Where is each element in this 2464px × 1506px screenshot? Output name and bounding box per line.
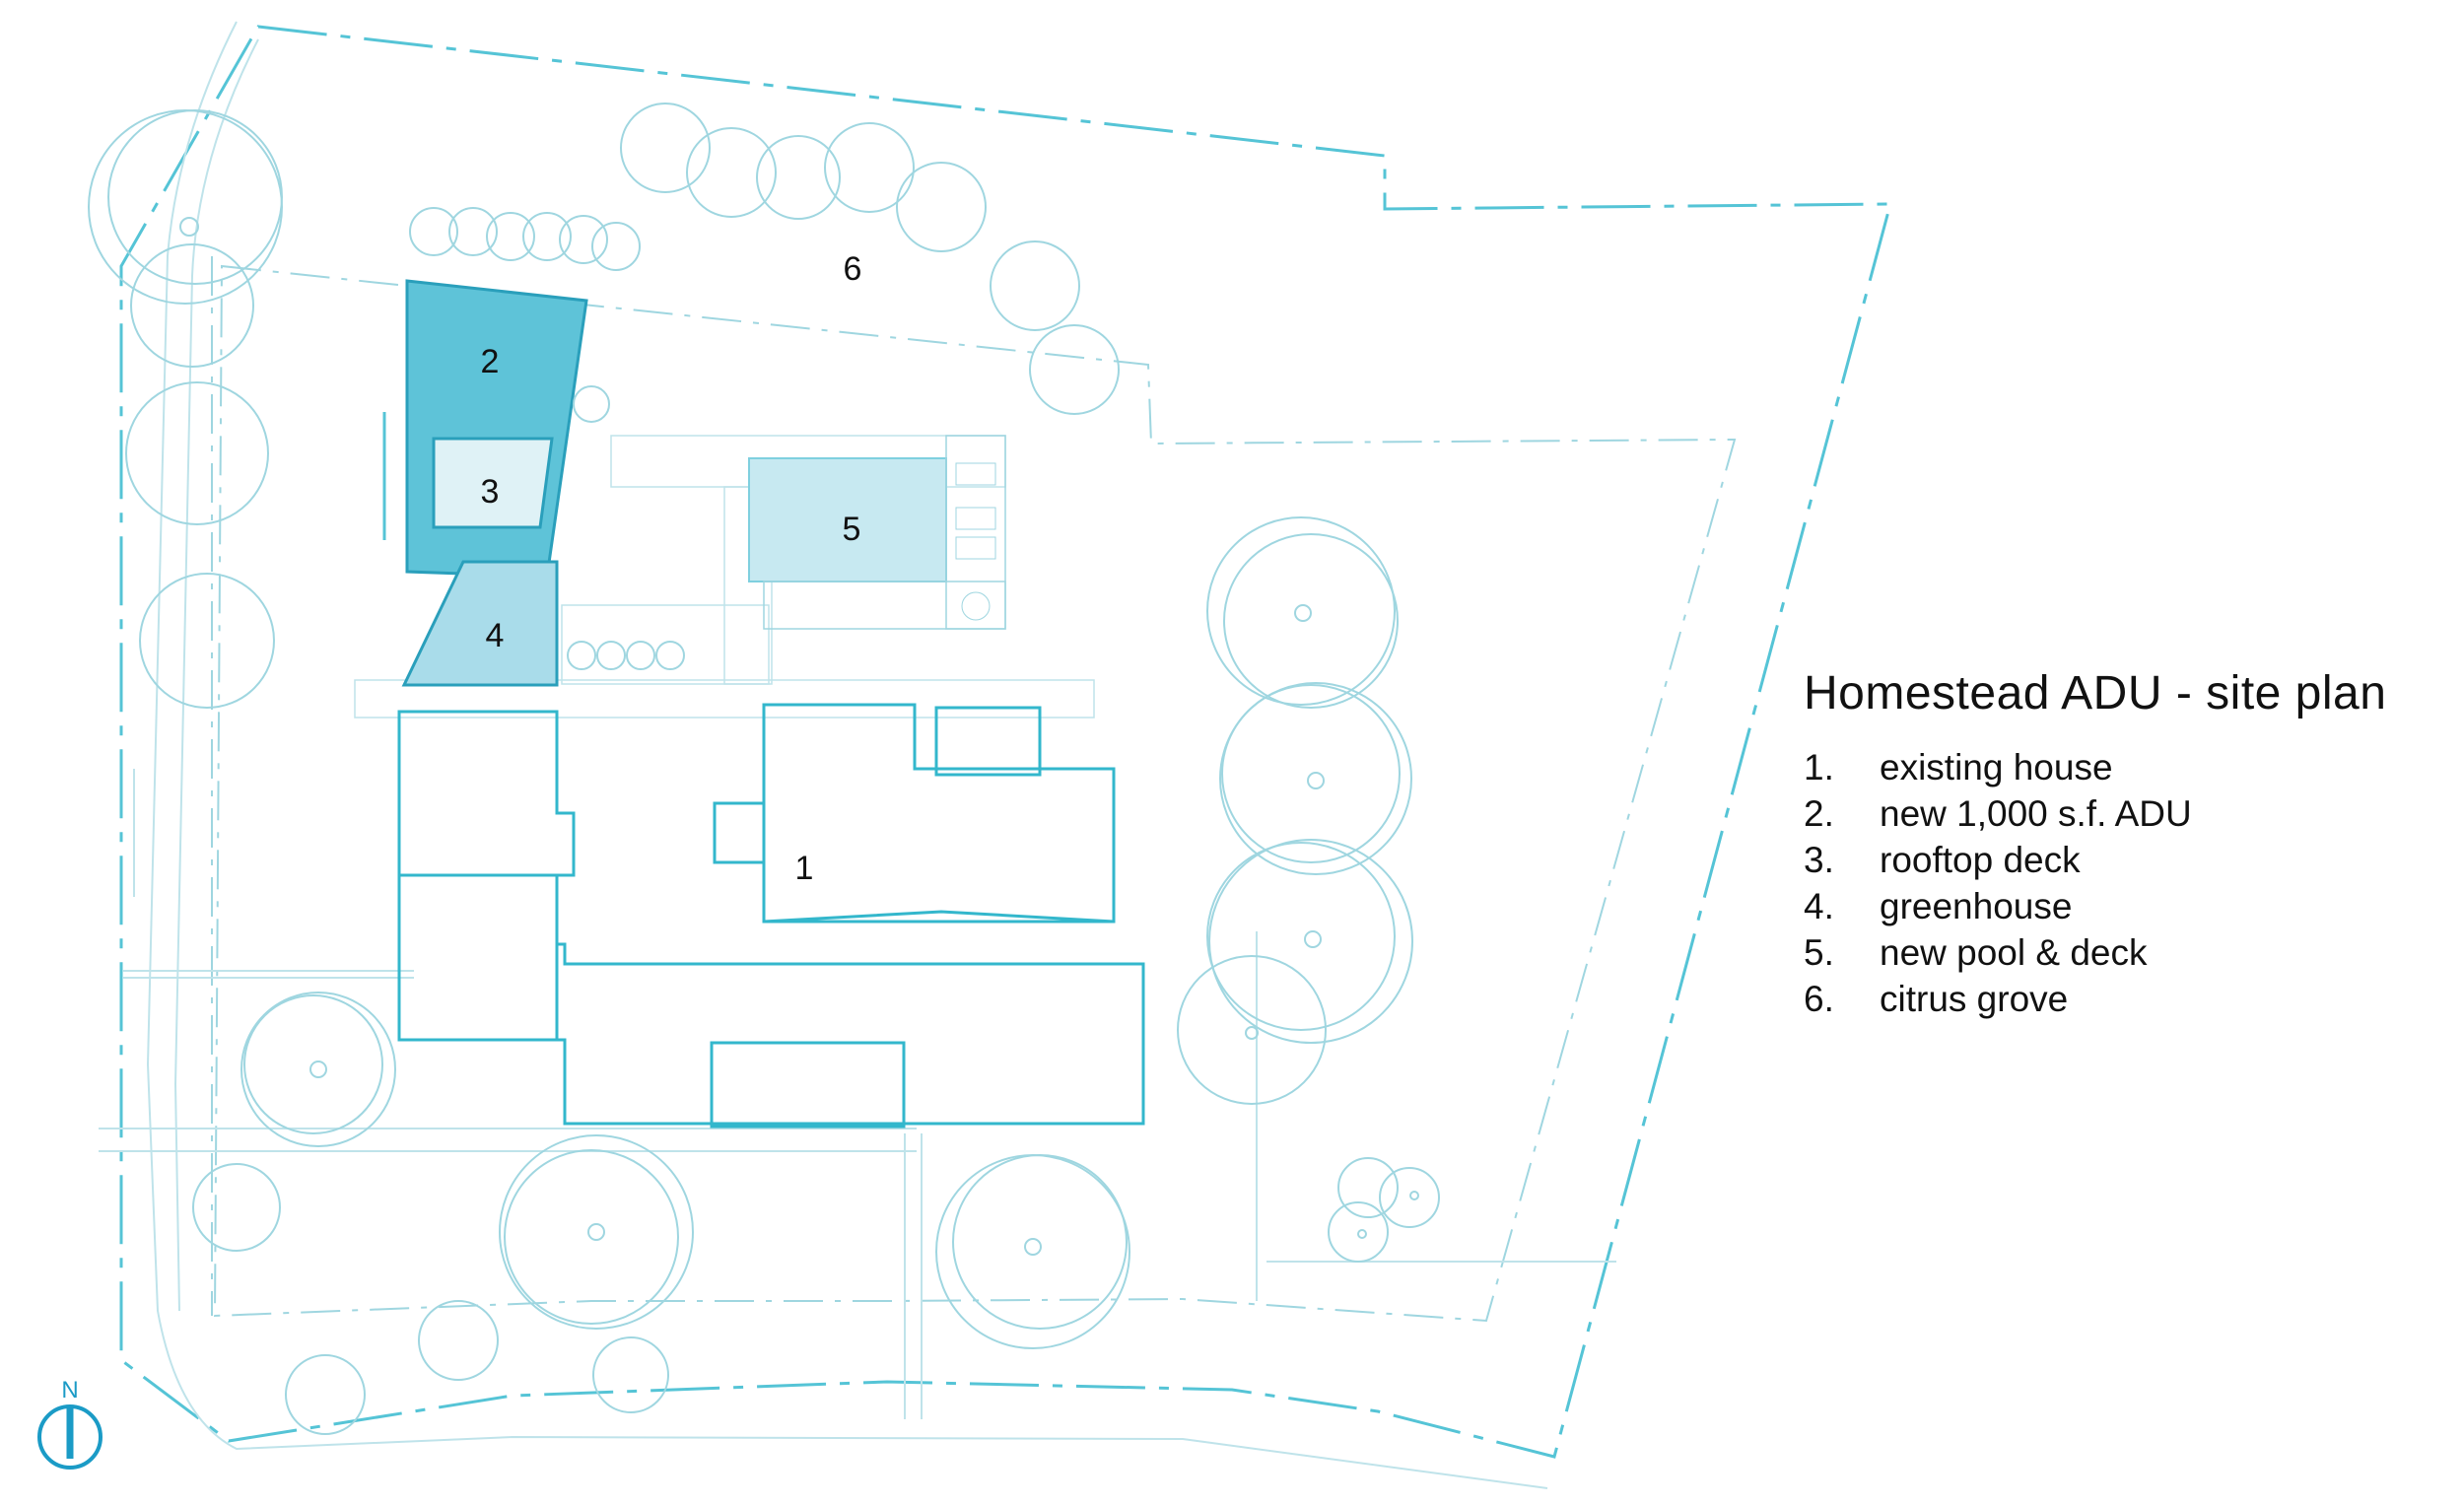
north-arrow: N (37, 1377, 103, 1470)
legend-text: rooftop deck (1880, 840, 2081, 880)
label-greenhouse: 4 (486, 617, 505, 654)
legend-text: new 1,000 s.f. ADU (1880, 793, 2192, 834)
legend-number: 4. (1804, 886, 1834, 926)
legend-text: existing house (1880, 747, 2113, 787)
legend-item: 5. new pool & deck (1804, 929, 2386, 976)
curb-line (146, 21, 1548, 1489)
north-label: N (61, 1377, 78, 1403)
label-house: 1 (795, 850, 814, 887)
plan-title: Homestead ADU - site plan (1804, 667, 2387, 719)
legend-list: 1. existing house 2. new 1,000 s.f. ADU 3.… (1804, 744, 2386, 1022)
trees (88, 103, 1440, 1435)
tree-trunks (179, 217, 1419, 1256)
adu-building (382, 279, 588, 687)
label-adu: 2 (481, 343, 500, 380)
legend: Homestead ADU - site plan 1. existing hou… (1804, 666, 2386, 1022)
label-grove: 6 (844, 250, 862, 288)
pool (748, 435, 1006, 630)
legend-item: 4. greenhouse (1804, 883, 2386, 929)
legend-number: 2. (1804, 793, 1834, 834)
legend-number: 5. (1804, 932, 1834, 973)
existing-house (397, 703, 1145, 1129)
legend-item: 2. new 1,000 s.f. ADU (1804, 790, 2386, 837)
label-pool: 5 (843, 511, 861, 548)
property-line (119, 25, 1892, 1459)
legend-text: citrus grove (1880, 979, 2069, 1019)
label-deck: 3 (481, 473, 500, 511)
setback-line (213, 264, 1737, 1323)
legend-number: 1. (1804, 747, 1834, 787)
legend-number: 6. (1804, 979, 1834, 1019)
legend-text: greenhouse (1880, 886, 2073, 926)
curb-line-inner (173, 38, 259, 1312)
legend-text: new pool & deck (1880, 932, 2148, 973)
legend-item: 1. existing house (1804, 744, 2386, 790)
legend-item: 3. rooftop deck (1804, 837, 2386, 883)
legend-item: 6. citrus grove (1804, 976, 2386, 1022)
legend-number: 3. (1804, 840, 1834, 880)
